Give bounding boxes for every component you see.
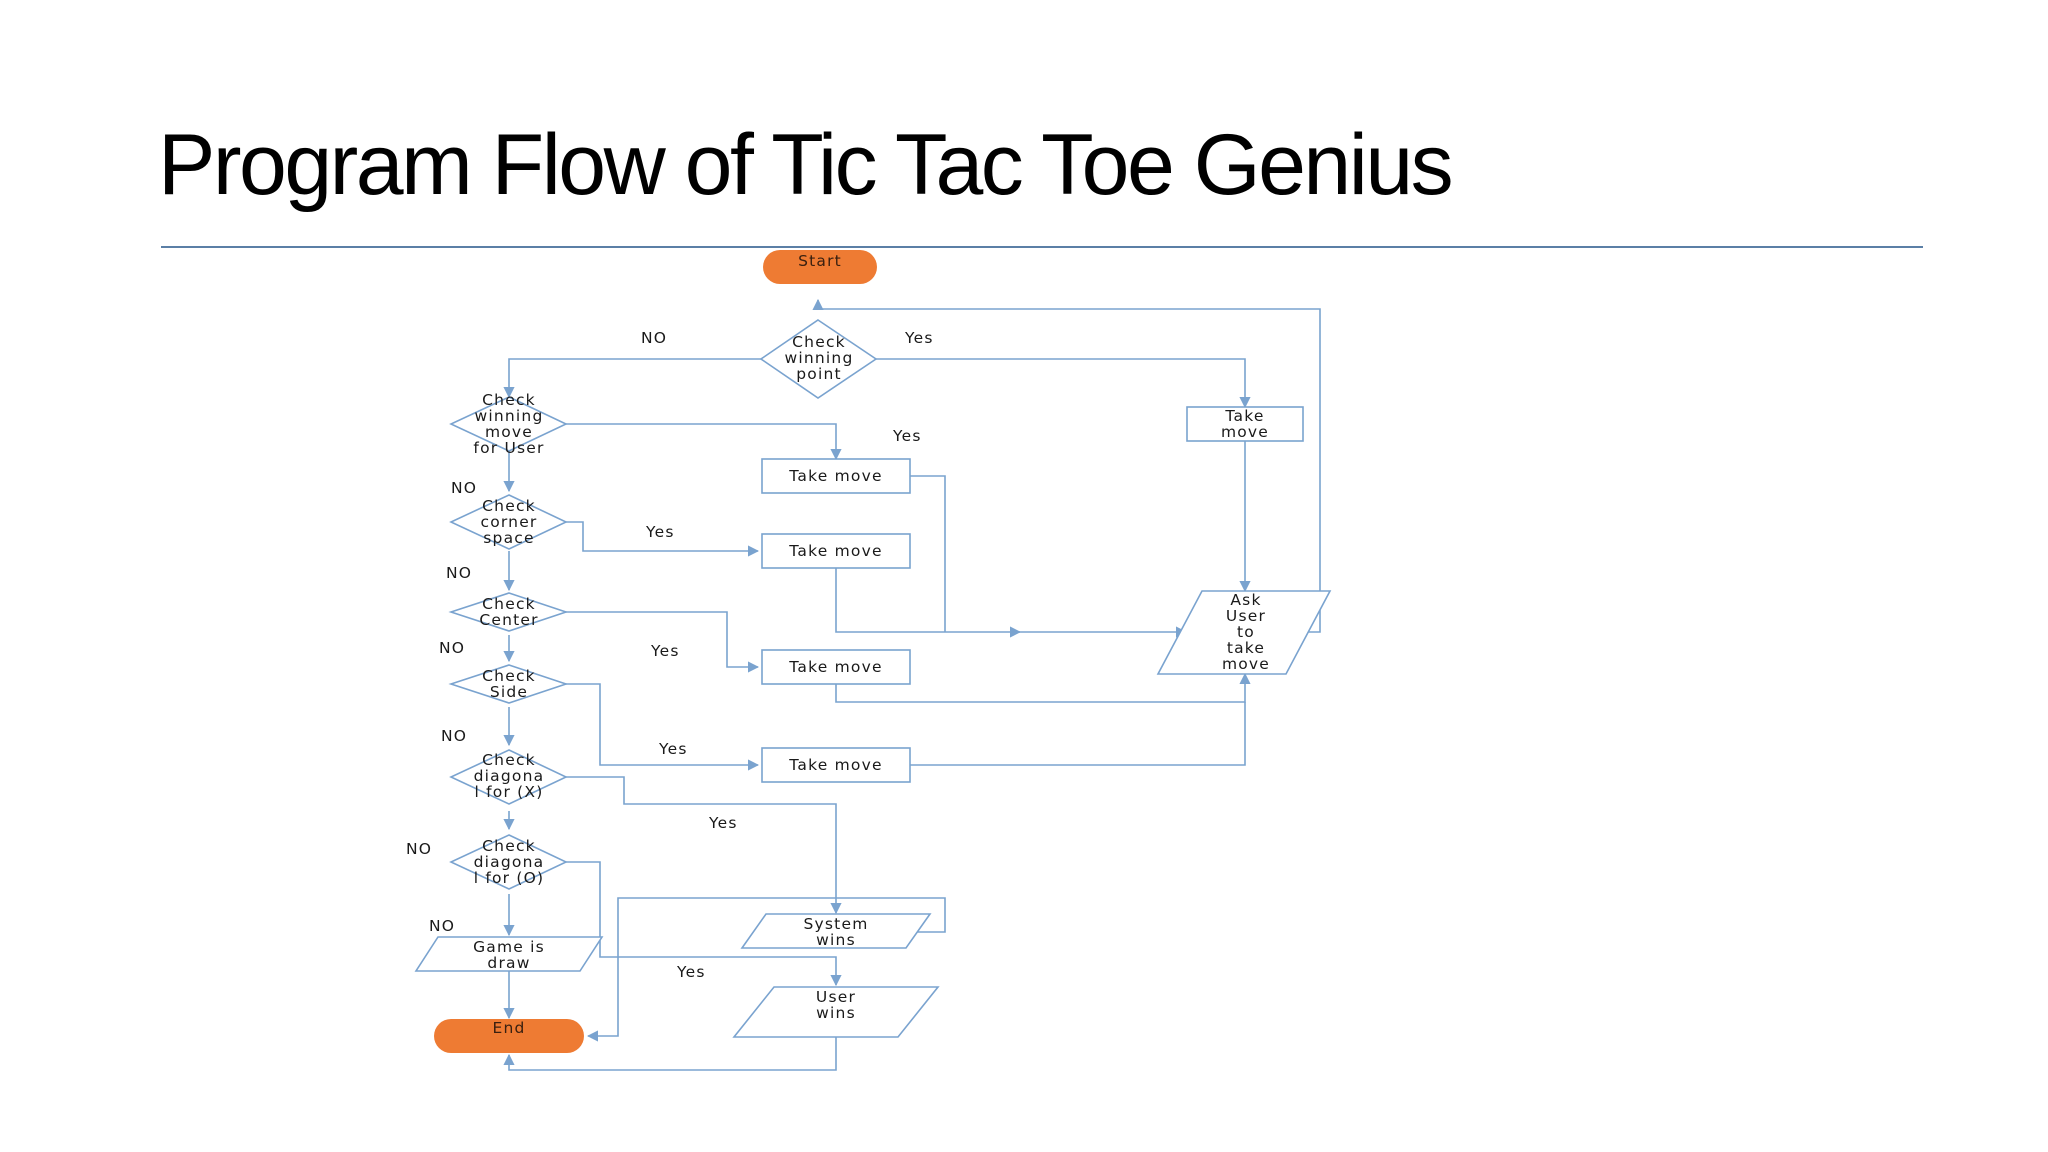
- decision-check-corner-space: Check corner space: [449, 494, 568, 550]
- connector-side-yes: [564, 683, 760, 771]
- process-take-move-4: Take move: [761, 747, 911, 783]
- decision-check-corner-space-line-1: Check: [482, 497, 536, 515]
- io-game-draw-line-2: draw: [487, 954, 530, 972]
- decision-check-diagonal-x-line-1: Check: [482, 751, 536, 769]
- process-take-move-3: Take move: [761, 649, 911, 685]
- decision-check-diagonal-o-line-1: Check: [482, 837, 536, 855]
- io-user-wins: User wins: [732, 986, 940, 1038]
- decision-check-corner-space-line-2: corner: [480, 513, 537, 531]
- decision-check-diagonal-o-line-2: diagona: [474, 853, 545, 871]
- connector-take4-out: [910, 702, 1246, 766]
- decision-check-winning-point: Check winning point: [759, 319, 878, 399]
- decision-check-diagonal-x: Check diagona l for (X): [449, 749, 568, 805]
- edge-label-winpoint-no: NO: [641, 329, 667, 347]
- process-take-move-1-label: Take move: [788, 467, 882, 485]
- edge-label-winmove-no: NO: [451, 479, 477, 497]
- decision-check-winning-move-user-line-2: winning: [475, 407, 544, 425]
- process-take-move-top-line-1: Take: [1224, 407, 1264, 425]
- connector-corner-yes: [564, 521, 760, 557]
- edge-labels: NO Yes Yes NO Yes NO NO Yes NO Yes Yes N…: [406, 329, 934, 981]
- process-take-move-4-label: Take move: [788, 756, 882, 774]
- end-terminal: End: [434, 1019, 584, 1053]
- decision-check-center-line-2: Center: [479, 611, 538, 629]
- decision-check-winning-move-user-line-1: Check: [482, 391, 536, 409]
- decision-check-side-line-1: Check: [482, 667, 536, 685]
- connector-diago-yes: [564, 861, 842, 987]
- io-system-wins-line-2: wins: [816, 931, 856, 949]
- edge-label-winmove-yes: Yes: [892, 427, 922, 445]
- connectors: [503, 298, 1321, 1071]
- io-ask-user-line-2: User: [1226, 607, 1266, 625]
- edge-label-center-no: NO: [439, 639, 465, 657]
- io-ask-user-line-1: Ask: [1230, 591, 1261, 609]
- io-game-draw-line-1: Game is: [473, 938, 545, 956]
- edge-label-winpoint-yes: Yes: [904, 329, 934, 347]
- decision-check-side-line-2: Side: [490, 683, 528, 701]
- process-take-move-3-label: Take move: [788, 658, 882, 676]
- edge-label-diago-no-left: NO: [406, 840, 432, 858]
- decision-check-winning-move-user-line-3: move: [485, 423, 533, 441]
- edge-label-corner-yes: Yes: [645, 523, 675, 541]
- decision-check-diagonal-x-line-2: diagona: [474, 767, 545, 785]
- edge-label-side-no: NO: [441, 727, 467, 745]
- slide-title: Program Flow of Tic Tac Toe Genius: [158, 117, 1454, 213]
- io-ask-user: Ask User to take move: [1156, 590, 1332, 675]
- decision-check-winning-point-line-2: winning: [785, 349, 854, 367]
- decision-check-winning-point-line-3: point: [796, 365, 842, 383]
- process-take-move-top-line-2: move: [1221, 423, 1269, 441]
- connector-take3-out: [835, 672, 1251, 703]
- edge-label-center-yes: Yes: [650, 642, 680, 660]
- decision-check-center: Check Center: [448, 592, 569, 632]
- edge-label-diago-yes: Yes: [676, 963, 706, 981]
- connector-system-to-end: [586, 897, 946, 1042]
- decision-check-diagonal-o: Check diagona l for (O): [449, 834, 568, 890]
- connector-take2-out: [835, 568, 1022, 638]
- io-game-draw: Game is draw: [414, 936, 604, 972]
- io-ask-user-line-4: take: [1227, 639, 1265, 657]
- decision-check-diagonal-x-line-3: l for (X): [475, 783, 544, 801]
- connector-take1-out: [910, 475, 946, 632]
- connector-winpoint-no: [503, 358, 763, 399]
- io-system-wins-line-1: System: [804, 915, 869, 933]
- decision-check-corner-space-line-3: space: [483, 529, 534, 547]
- process-take-move-2: Take move: [761, 533, 911, 569]
- decision-check-side: Check Side: [448, 664, 569, 704]
- edge-label-corner-no: NO: [446, 564, 472, 582]
- io-user-wins-line-2: wins: [816, 1004, 856, 1022]
- connector-winpoint-yes: [873, 358, 1251, 409]
- start-terminal: Start: [763, 250, 877, 284]
- start-label: Start: [798, 252, 842, 270]
- decision-check-winning-move-user: Check winning move for User: [449, 391, 568, 457]
- decision-check-winning-point-line-1: Check: [792, 333, 846, 351]
- connector-winmove-yes: [564, 423, 842, 461]
- edge-label-side-yes: Yes: [658, 740, 688, 758]
- connector-user-to-end: [503, 1037, 837, 1071]
- io-system-wins: System wins: [740, 913, 932, 949]
- process-take-move-1: Take move: [761, 458, 911, 494]
- decision-check-winning-move-user-line-4: for User: [473, 439, 544, 457]
- process-take-move-top: Take move: [1186, 406, 1304, 442]
- process-take-move-2-label: Take move: [788, 542, 882, 560]
- connector-diagx-yes: [564, 776, 842, 915]
- edge-label-diago-no-bottom: NO: [429, 917, 455, 935]
- end-label: End: [492, 1019, 525, 1037]
- decision-check-diagonal-o-line-3: l for (O): [474, 869, 545, 887]
- connector-center-yes: [564, 611, 760, 673]
- io-ask-user-line-5: move: [1222, 655, 1270, 673]
- io-ask-user-line-3: to: [1237, 623, 1255, 641]
- io-user-wins-line-1: User: [816, 988, 856, 1006]
- title-divider: [161, 246, 1923, 248]
- decision-check-center-line-1: Check: [482, 595, 536, 613]
- edge-label-diagx-yes: Yes: [708, 814, 738, 832]
